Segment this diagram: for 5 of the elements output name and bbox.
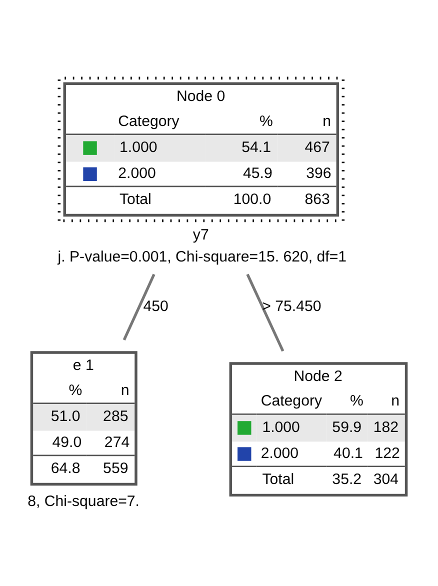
node-label: j. P-value=0.001, Chi-square=15. 620, df=1 bbox=[58, 248, 347, 266]
edge-label: 450 bbox=[143, 298, 168, 315]
edge-label: > 75.450 bbox=[262, 298, 322, 315]
node-label: y7 bbox=[192, 226, 209, 244]
node-label: 8, Chi-square=7. bbox=[28, 492, 140, 510]
